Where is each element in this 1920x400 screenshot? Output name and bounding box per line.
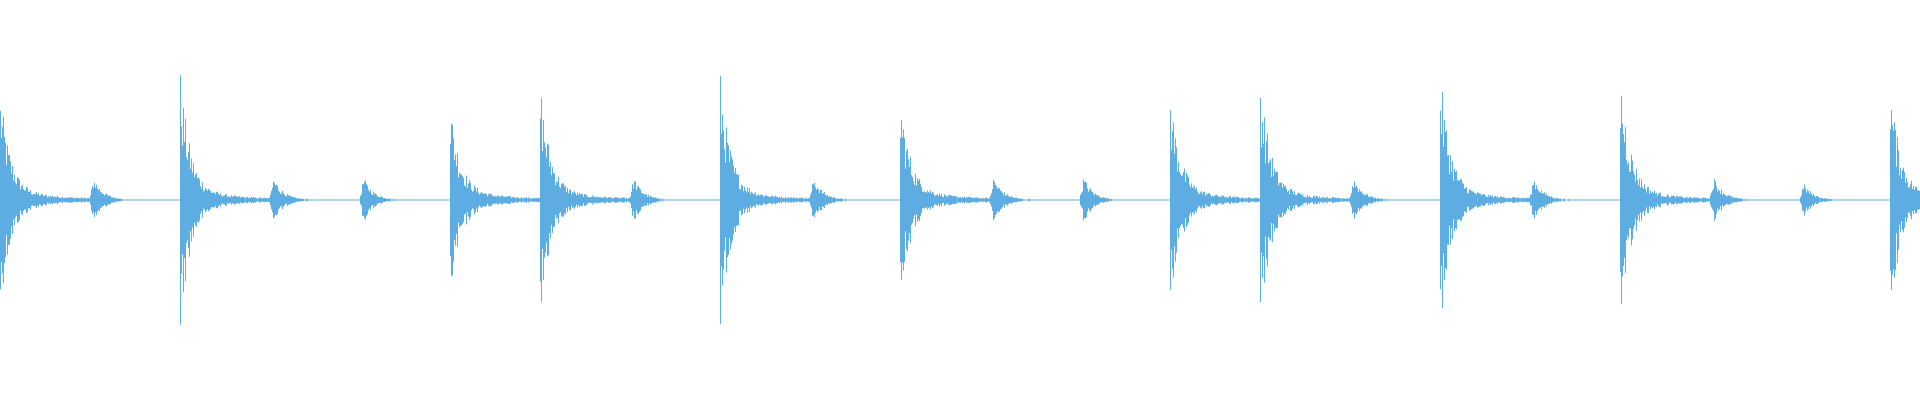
waveform-bars <box>0 75 1920 325</box>
